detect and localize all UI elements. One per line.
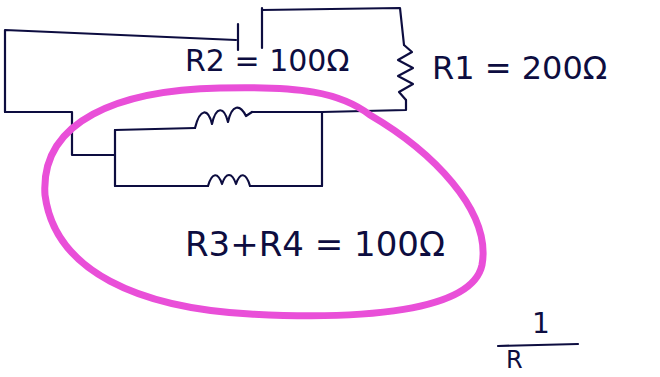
wire: [5, 112, 115, 155]
fraction-numerator: 1: [532, 308, 550, 340]
wire: [252, 112, 322, 186]
highlight-loop: [45, 88, 483, 316]
wire: [115, 185, 208, 187]
battery-plate: [261, 8, 263, 48]
fraction-bar: [498, 344, 578, 346]
resistor-label: R2 = 100Ω: [185, 44, 349, 79]
resistor-symbol: [398, 45, 413, 100]
fraction-denominator: R: [506, 347, 523, 375]
wire: [250, 185, 322, 187]
wire: [262, 8, 404, 45]
wire: [115, 128, 195, 130]
resistor-label: R1 = 200Ω: [432, 50, 607, 87]
resistor-symbol: [208, 175, 250, 186]
wire: [114, 130, 116, 186]
resistor-symbol: [195, 108, 252, 128]
resistor-label: R3+R4 = 100Ω: [185, 225, 445, 264]
